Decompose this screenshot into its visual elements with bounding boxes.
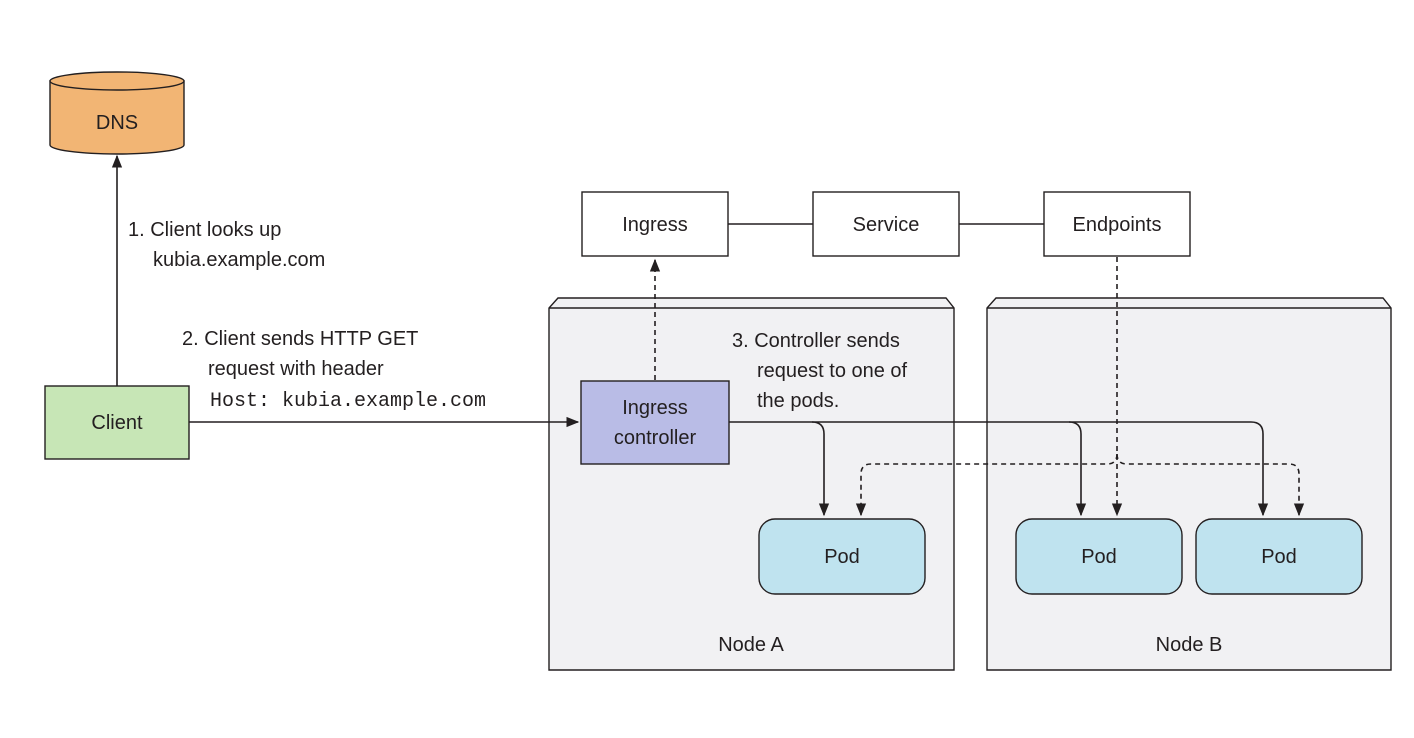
step-2-line2: request with header [208,358,384,380]
step-3-annotation: 3. Controller sends request to one of th… [732,330,908,412]
step-3-line2: request to one of [757,360,908,382]
step-1-line1: 1. Client looks up [128,219,281,241]
client-label: Client [91,412,143,434]
controller-to-pod-b2-arrow [1069,421,1269,517]
step-1-annotation: 1. Client looks up kubia.example.com [128,219,325,271]
endpoints-label: Endpoints [1073,214,1162,236]
step-2-host-header: Host: kubia.example.com [210,390,486,413]
node-a-label: Node A [718,634,784,656]
service-box: Service [812,191,960,257]
ingress-controller-label-line1: Ingress [622,397,688,419]
node-b-box [986,297,1392,671]
step-2-annotation: 2. Client sends HTTP GET request with he… [182,328,486,413]
dns-label: DNS [96,112,138,134]
pod-label: Pod [824,546,860,568]
node-a: Node A [548,297,955,671]
endpoints-to-pod-b2-arrow [1116,453,1305,517]
node-a-box [548,297,955,671]
pod-label: Pod [1261,546,1297,568]
dns-cylinder: DNS [49,71,185,155]
node-b: Node B [986,297,1392,671]
step-1-line2: kubia.example.com [153,249,325,271]
pod-node-b-1: Pod [1015,518,1183,595]
step-3-line3: the pods. [757,390,839,412]
step-3-line1: 3. Controller sends [732,330,900,352]
endpoints-to-pod-a-arrow [855,453,1118,517]
pod-node-a: Pod [758,518,926,595]
pod-node-b-2: Pod [1195,518,1363,595]
ingress-controller-box: Ingress controller [580,380,730,465]
pod-label: Pod [1081,546,1117,568]
node-b-label: Node B [1156,634,1223,656]
service-label: Service [853,214,920,236]
step-2-line1: 2. Client sends HTTP GET [182,328,418,350]
endpoints-box: Endpoints [1043,191,1191,257]
client-box: Client [44,385,190,460]
ingress-label: Ingress [622,214,688,236]
ingress-controller-label-line2: controller [614,427,697,449]
ingress-box: Ingress [581,191,729,257]
